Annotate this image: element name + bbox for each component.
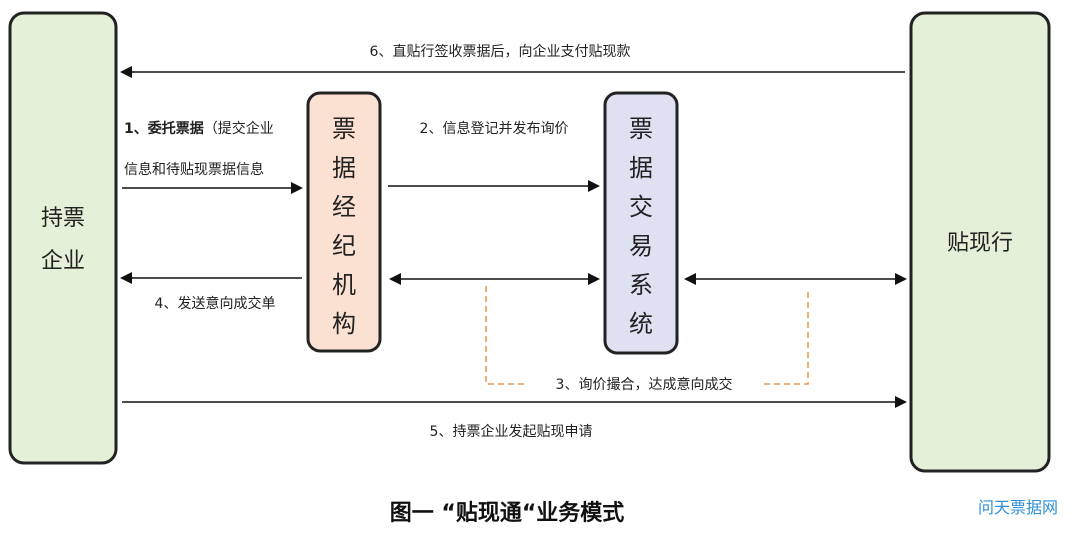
bill-broker-char-1: 票 [332, 115, 356, 143]
bill-broker-char-5: 机 [332, 271, 356, 299]
trading-system-char-1: 票 [629, 115, 653, 143]
label-step1-bold: 1、委托票据 [124, 120, 204, 137]
label-step6: 6、直贴行签收票据后，向企业支付贴现款 [370, 43, 631, 60]
trading-system-char-6: 统 [629, 310, 653, 338]
label-step5: 5、持票企业发起贴现申请 [430, 423, 593, 440]
label-step2: 2、信息登记并发布询价 [420, 120, 569, 137]
figure-caption: 图一 “贴现通“业务模式 [390, 500, 625, 526]
label-step1-line2: 信息和待贴现票据信息 [124, 161, 264, 178]
bill-broker-box [306, 91, 382, 353]
bill-trading-system-box [603, 91, 679, 355]
discount-bank-node: 贴现行 [909, 11, 1051, 473]
holder-enterprise-box [8, 11, 118, 465]
trading-system-char-2: 据 [629, 154, 653, 182]
watermark-text: 问天票据网 [978, 498, 1058, 517]
dashed-bracket-step3-right [764, 290, 809, 385]
bill-broker-char-3: 经 [332, 193, 356, 221]
label-step4: 4、发送意向成交单 [155, 295, 276, 312]
bill-broker-char-6: 构 [332, 310, 356, 338]
trading-system-char-3: 交 [629, 193, 653, 221]
bill-broker-char-4: 纪 [332, 232, 356, 260]
dashed-bracket-step3-left [485, 286, 526, 385]
label-step3: 3、询价撮合，达成意向成交 [556, 376, 733, 393]
discount-bank-box [909, 11, 1051, 473]
bill-broker-node: 票 据 经 纪 机 构 [306, 91, 382, 353]
holder-enterprise-label-line1: 持票 [41, 206, 85, 231]
bill-trading-system-node: 票 据 交 易 系 统 [603, 91, 679, 355]
label-step1-rest: （提交企业 [204, 120, 274, 137]
bill-broker-char-2: 据 [332, 154, 356, 182]
discount-bank-label: 贴现行 [947, 231, 1013, 256]
label-step1-line1: 1、委托票据（提交企业 [124, 120, 274, 137]
holder-enterprise-node: 持票 企业 [8, 11, 118, 465]
trading-system-char-5: 系 [629, 271, 653, 299]
trading-system-char-4: 易 [629, 232, 653, 260]
holder-enterprise-label-line2: 企业 [41, 249, 85, 274]
